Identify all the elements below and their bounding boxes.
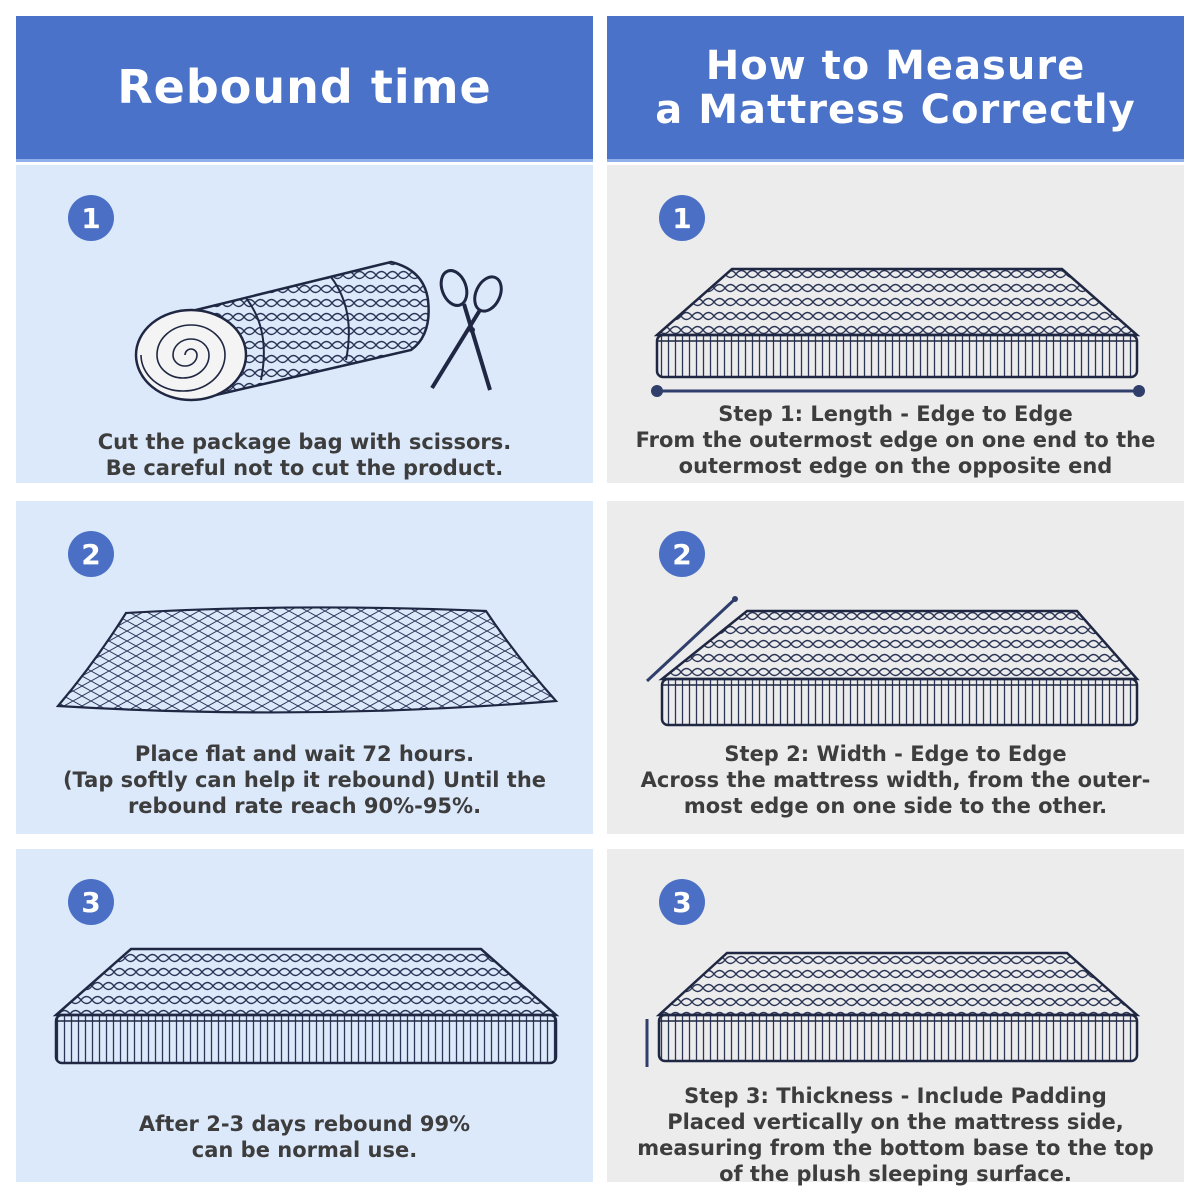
- mattress-icon: [52, 947, 560, 1065]
- step-badge: 1: [659, 195, 705, 241]
- step-badge: 1: [68, 195, 114, 241]
- width-measure-line: [645, 596, 738, 683]
- rebound-step-2: 2 Place flat and wait 72 hours. (Tap sof…: [16, 501, 593, 834]
- rebound-step-1: 1 Cut the package b: [16, 165, 593, 483]
- scissors-icon: [430, 269, 503, 391]
- rebound-column: Rebound time 1: [16, 16, 593, 1182]
- rolled-mattress-icon: [134, 260, 430, 402]
- measure-title: How to Measure a Mattress Correctly: [655, 42, 1136, 133]
- length-measure-line: [651, 385, 1145, 397]
- flat-mattress-illustration: [46, 601, 563, 731]
- rebound-step-3: 3 After 2-3 days rebound 99% can be norm…: [16, 849, 593, 1182]
- step-caption: Cut the package bag with scissors. Be ca…: [97, 430, 512, 480]
- step-caption: Place flat and wait 72 hours. (Tap softl…: [62, 742, 547, 818]
- mattress-icon: [658, 609, 1140, 727]
- measure-step-3: 3 Step 3: Thickness - Include Padding Pl…: [607, 849, 1184, 1186]
- full-mattress-illustration: [26, 937, 583, 1077]
- flat-mattress-icon: [55, 606, 559, 714]
- measure-header: How to Measure a Mattress Correctly: [607, 16, 1184, 162]
- measure-column: How to Measure a Mattress Correctly 1 St…: [607, 16, 1184, 1186]
- step-badge: 3: [659, 879, 705, 925]
- length-illustration: [637, 253, 1154, 403]
- step-caption: Step 1: Length - Edge to Edge From the o…: [635, 402, 1156, 478]
- step-badge: 3: [68, 879, 114, 925]
- rolled-mattress-illustration: [46, 240, 563, 410]
- measure-step-2: 2 Step 2: Width - Edge to Edge Across th…: [607, 501, 1184, 834]
- width-illustration: [637, 581, 1154, 731]
- rebound-header: Rebound time: [16, 16, 593, 162]
- rebound-title: Rebound time: [117, 60, 492, 115]
- thickness-illustration: [637, 939, 1154, 1079]
- step-badge: 2: [68, 531, 114, 577]
- measure-step-1: 1 Step 1: Length - Edge to Edge From the…: [607, 165, 1184, 483]
- mattress-icon: [655, 951, 1141, 1063]
- step-badge: 2: [659, 531, 705, 577]
- step-caption: Step 2: Width - Edge to Edge Across the …: [640, 742, 1151, 818]
- step-caption: After 2-3 days rebound 99% can be normal…: [138, 1112, 471, 1162]
- step-caption: Step 3: Thickness - Include Padding Plac…: [637, 1084, 1154, 1186]
- mattress-icon: [653, 267, 1141, 379]
